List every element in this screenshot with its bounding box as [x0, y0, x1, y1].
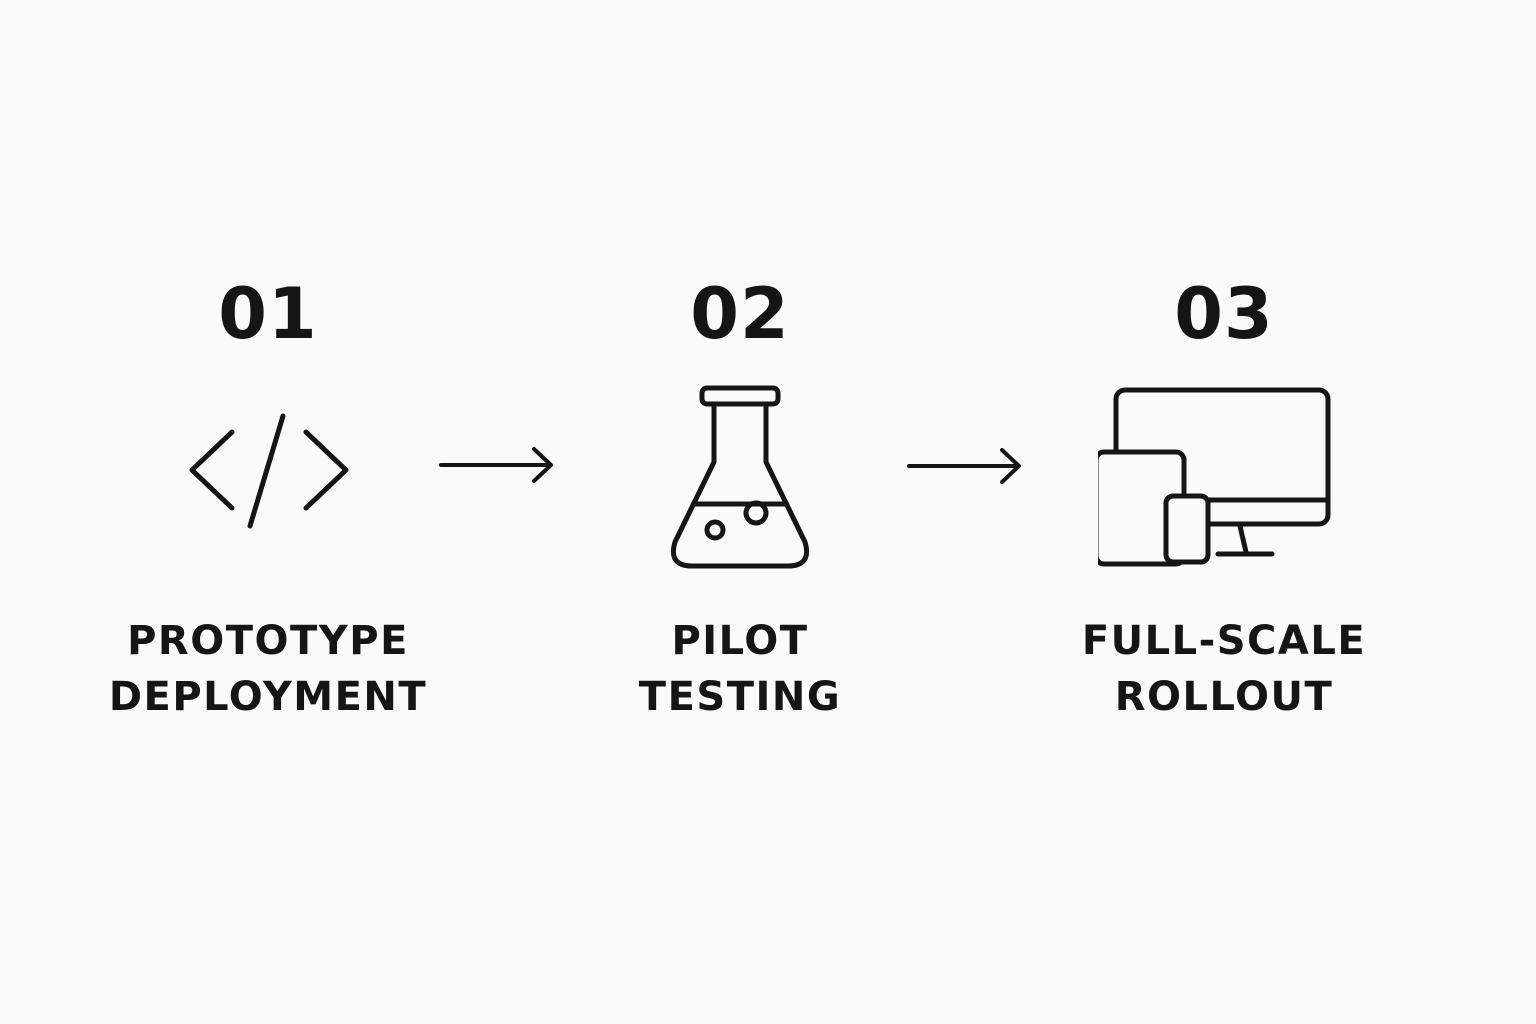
code-icon — [189, 413, 349, 529]
step-label-line-2: DEPLOYMENT — [108, 674, 428, 720]
step-label: FULL-SCALE ROLLOUT — [1014, 613, 1434, 725]
devices-icon — [1098, 387, 1331, 567]
step-pilot-testing: 02 PILOT TESTING — [530, 0, 950, 1024]
arrow-right-icon — [439, 447, 553, 483]
step-full-scale-rollout: 03 FULL-SCALE ROLLOUT — [1014, 0, 1434, 1024]
step-label-line-1: PROTOTYPE — [127, 618, 409, 664]
flask-icon — [670, 385, 810, 569]
step-number: 03 — [1174, 273, 1274, 355]
step-number: 01 — [218, 273, 318, 355]
step-prototype-deployment: 01 PROTOTYPE DEPLOYMENT — [58, 0, 478, 1024]
step-label: PROTOTYPE DEPLOYMENT — [58, 613, 478, 725]
step-label-line-1: FULL-SCALE — [1081, 618, 1367, 664]
step-label-line-2: TESTING — [638, 674, 842, 720]
step-label-line-1: PILOT — [671, 618, 809, 664]
step-label: PILOT TESTING — [530, 613, 950, 725]
arrow-right-icon — [907, 448, 1021, 484]
step-number: 02 — [690, 273, 790, 355]
step-label-line-2: ROLLOUT — [1114, 674, 1334, 720]
